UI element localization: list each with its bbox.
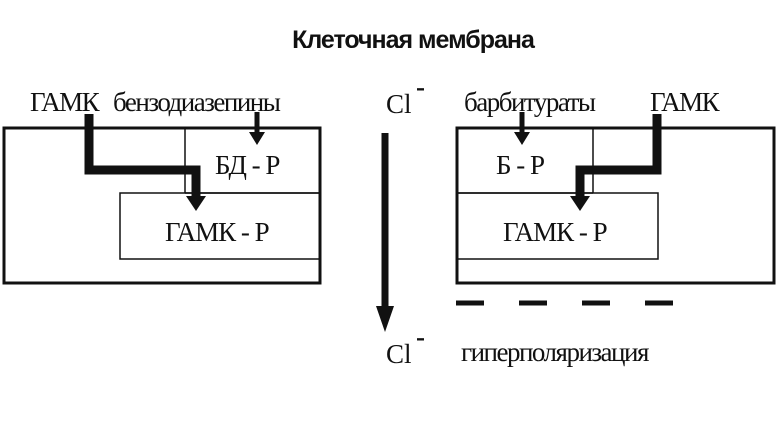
ion-bottom-charge: - (416, 322, 425, 352)
hyperpolarization-label: гиперполяризация (461, 337, 649, 367)
ion-bottom-label: Cl (386, 339, 412, 369)
ion-flow: Cl - Cl - (376, 72, 425, 369)
left-ligand-arrowhead (249, 132, 265, 145)
right-site-receptor-label: Б - Р (496, 150, 544, 180)
right-gaba-arrowhead (570, 196, 590, 211)
ion-top-label: Cl (386, 89, 412, 119)
left-site-receptor-label: БД - Р (215, 150, 279, 180)
ion-flow-arrowhead (376, 306, 394, 332)
left-gaba-label: ГАМК (30, 87, 101, 117)
right-gaba-receptor-box (456, 192, 659, 260)
right-ligand-label: барбитураты (464, 87, 596, 117)
right-ligand-arrowhead (514, 132, 530, 145)
right-gaba-connector (575, 114, 662, 198)
left-gaba-connector (84, 114, 201, 198)
right-gaba-receptor-label: ГАМК - Р (503, 217, 607, 247)
right-gaba-label: ГАМК (650, 87, 721, 117)
left-membrane-panel: ГАМК бензодиазепины БД - Р ГАМК - Р (2, 87, 322, 285)
left-ligand-label: бензодиазепины (113, 87, 281, 117)
left-gaba-receptor-box (119, 192, 321, 260)
left-gaba-arrowhead (186, 196, 206, 211)
left-gaba-receptor-label: ГАМК - Р (165, 217, 269, 247)
diagram-title: Клеточная мембрана (292, 26, 536, 54)
ion-top-charge: - (416, 72, 425, 102)
right-membrane-panel: барбитураты ГАМК Б - Р ГАМК - Р гиперпол… (455, 87, 776, 367)
